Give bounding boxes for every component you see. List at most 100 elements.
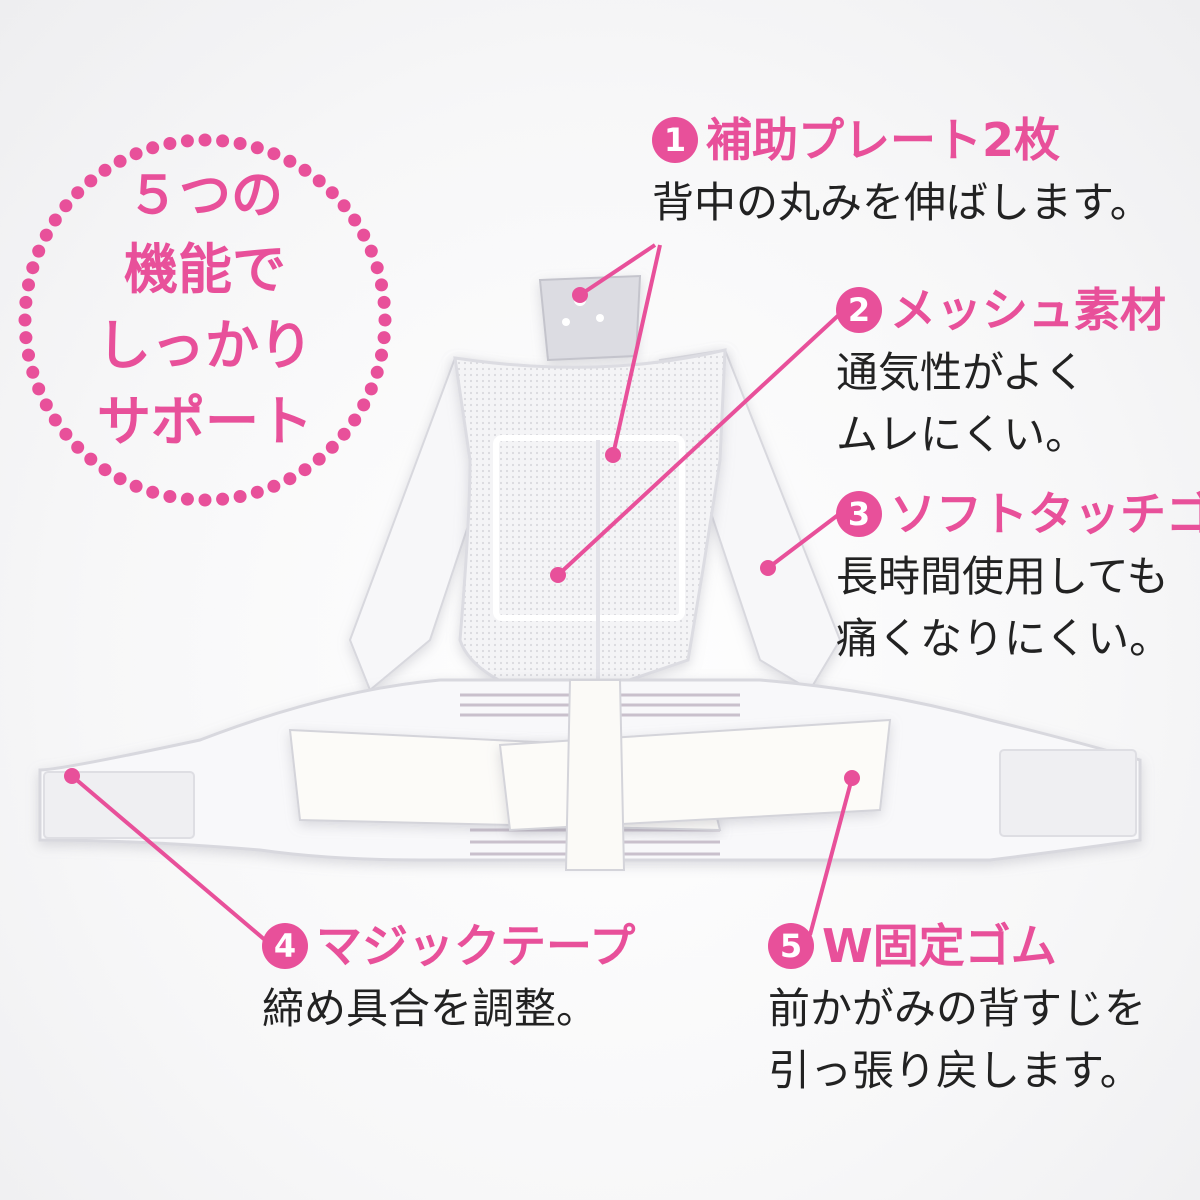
badge-ring-dot [163,490,177,503]
feature-number-badge: 4 [262,923,308,969]
badge-ring-dot [32,382,46,396]
badge-ring-dot [129,147,143,161]
badge-ring-dot [19,331,33,345]
feature-number-badge: 1 [652,117,698,163]
badge-ring-dot [26,365,40,379]
badge-line: 機能で [124,238,286,301]
badge-line: ５つの [126,166,283,226]
badge-ring-dot [370,365,384,379]
badge-ring-dot [32,244,46,258]
badge-ring-dot [71,440,85,454]
callout-dots [64,287,860,786]
badge-ring-dot [146,485,160,499]
feature-desc-line: 背中の丸みを伸ばします。 [652,178,1152,227]
callout-lines [70,243,854,942]
badge-ring-dot [370,261,384,275]
badge-line: サポート [97,390,313,453]
badge-ring-dot [357,228,371,242]
feature-title-text: マジックテープ [316,919,636,973]
badge-ring-dot [22,278,35,292]
feature-description: 通気性がよく ムレにくい。 [836,342,1166,466]
feature-description: 長時間使用しても 痛くなりにくい。 [836,546,1200,670]
feature-desc-line: 通気性がよく [836,348,1086,397]
center-vertical-strap [564,679,626,871]
feature-desc-line: 締め具合を調整。 [262,984,599,1033]
feature-desc-line: 引っ張り戻します。 [768,1046,1142,1095]
badge-ring-dot [250,141,264,155]
feature-title: 1 補助プレート2枚 [652,112,1152,168]
badge-ring-dot [364,244,378,258]
badge-ring-dot [377,331,391,345]
feature-title-text: 補助プレート2枚 [706,113,1061,167]
badge-ring-dot [19,295,33,309]
feature-title: 2 メッシュ素材 [836,282,1166,338]
feature-description: 締め具合を調整。 [262,978,635,1040]
badge-ring-dot [48,213,62,227]
feature-callout-2: 2 メッシュ素材 通気性がよく ムレにくい。 [836,282,1166,466]
feature-title: 5 W固定ゴム [768,918,1146,974]
badge-ring-dot [378,313,392,327]
badge-text: ５つの 機能で しっかり サポート [40,160,370,460]
badge-ring-dot [39,228,53,242]
badge-ring-dot [98,463,112,477]
badge-ring-dot [26,261,40,275]
badge-ring-dot [48,413,62,427]
badge-ring-dot [348,413,362,427]
feature-description: 前かがみの背すじを 引っ張り戻します。 [768,978,1146,1102]
badge-ring-dot [18,313,32,327]
feature-callout-3: 3 ソフトタッチゴム 長時間使用しても 痛くなりにくい。 [836,486,1200,670]
velcro-left [43,771,195,839]
feature-desc-line: 前かがみの背すじを [768,984,1147,1033]
badge-ring-dot [129,479,143,493]
badge-ring-dot [267,479,281,493]
badge-ring-dot [375,348,388,362]
badge-ring-dot [283,472,297,486]
badge-ring-dot [283,154,297,168]
badge-ring-dot [357,398,371,412]
badge-ring-dot [298,463,312,477]
feature-callout-1: 1 補助プレート2枚 背中の丸みを伸ばします。 [652,112,1152,234]
badge-ring-dot [113,154,127,168]
badge-ring-dot [377,295,391,309]
badge-ring-dot [325,186,339,200]
feature-desc-line: 痛くなりにくい。 [836,614,1172,663]
feature-description: 背中の丸みを伸ばします。 [652,172,1152,234]
feature-desc-line: ムレにくい。 [836,410,1088,459]
badge-ring-dot [325,440,339,454]
badge-ring-dot [59,427,73,441]
badge-ring-dot [39,398,53,412]
badge-ring-dot [98,163,112,177]
mesh-pocket [493,435,685,621]
badge-ring-dot [233,490,247,503]
badge-line: しっかり [97,314,313,377]
badge-ring-dot [84,174,98,188]
feature-title: 3 ソフトタッチゴム [836,486,1200,542]
badge-ring-dot [364,382,378,396]
badge-ring-dot [312,174,326,188]
badge-dotted-ring [18,133,392,507]
feature-title-text: メッシュ素材 [890,283,1166,337]
badge-ring-dot [71,186,85,200]
badge-ring-dot [84,452,98,466]
feature-desc-line: 長時間使用しても [836,552,1169,601]
badge-ring-dot [198,493,212,507]
velcro-right [999,749,1137,837]
badge-ring-dot [22,348,35,362]
badge-ring-dot [198,133,212,147]
badge-ring-dot [250,485,264,499]
badge-ring-dot [233,137,247,150]
feature-callout-5: 5 W固定ゴム 前かがみの背すじを 引っ張り戻します。 [768,918,1146,1102]
feature-number-badge: 3 [836,491,882,537]
badge-ring-dot [180,492,194,506]
feature-title: 4 マジックテープ [262,918,635,974]
badge-ring-dot [267,147,281,161]
badge-ring-dot [216,134,230,148]
feature-title-text: ソフトタッチゴム [890,487,1200,541]
badge-ring-dot [337,427,351,441]
badge-ring-dot [180,134,194,148]
badge-ring-dot [216,492,230,506]
badge-ring-dot [163,137,177,150]
badge-ring-dot [146,141,160,155]
